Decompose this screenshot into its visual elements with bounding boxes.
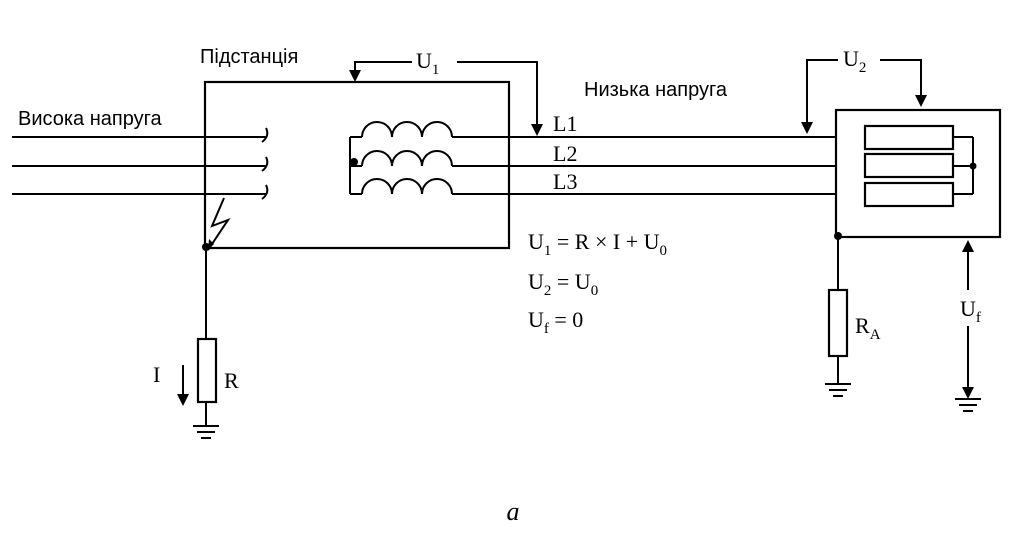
ground-icon [955, 398, 981, 412]
high-voltage-lines [12, 127, 269, 200]
equation-uf: Uf = 0 [528, 307, 583, 337]
resistor-r-label: R [224, 368, 239, 393]
low-voltage-label: Низька напруга [584, 79, 728, 101]
uf-arrow [962, 240, 974, 399]
load-resistors [863, 124, 977, 208]
equation-u1: U1 = R × I + U0 [528, 229, 667, 259]
fault-lightning-icon [207, 197, 231, 251]
substation-label: Підстанція [200, 46, 298, 68]
u1-label: U1 [416, 48, 439, 78]
ra-label: RA [855, 313, 881, 343]
transformer-windings [349, 121, 453, 195]
current-label: I [153, 362, 160, 387]
u1-arrow [349, 61, 543, 136]
u2-label: U2 [843, 46, 866, 76]
resistor-r [196, 337, 218, 404]
line-label-l2: L2 [553, 141, 577, 166]
high-voltage-label: Висока напруга [18, 108, 162, 130]
low-voltage-lines [452, 136, 865, 195]
resistor-ra [827, 288, 849, 358]
uf-label: Uf [960, 296, 981, 326]
ground-icon [193, 425, 219, 439]
line-label-l1: L1 [553, 111, 577, 136]
ground-icon [825, 383, 851, 397]
u2-arrow [801, 59, 927, 134]
line-label-l3: L3 [553, 169, 577, 194]
equation-u2: U2 = U0 [528, 269, 598, 299]
figure-caption: a [507, 497, 520, 526]
